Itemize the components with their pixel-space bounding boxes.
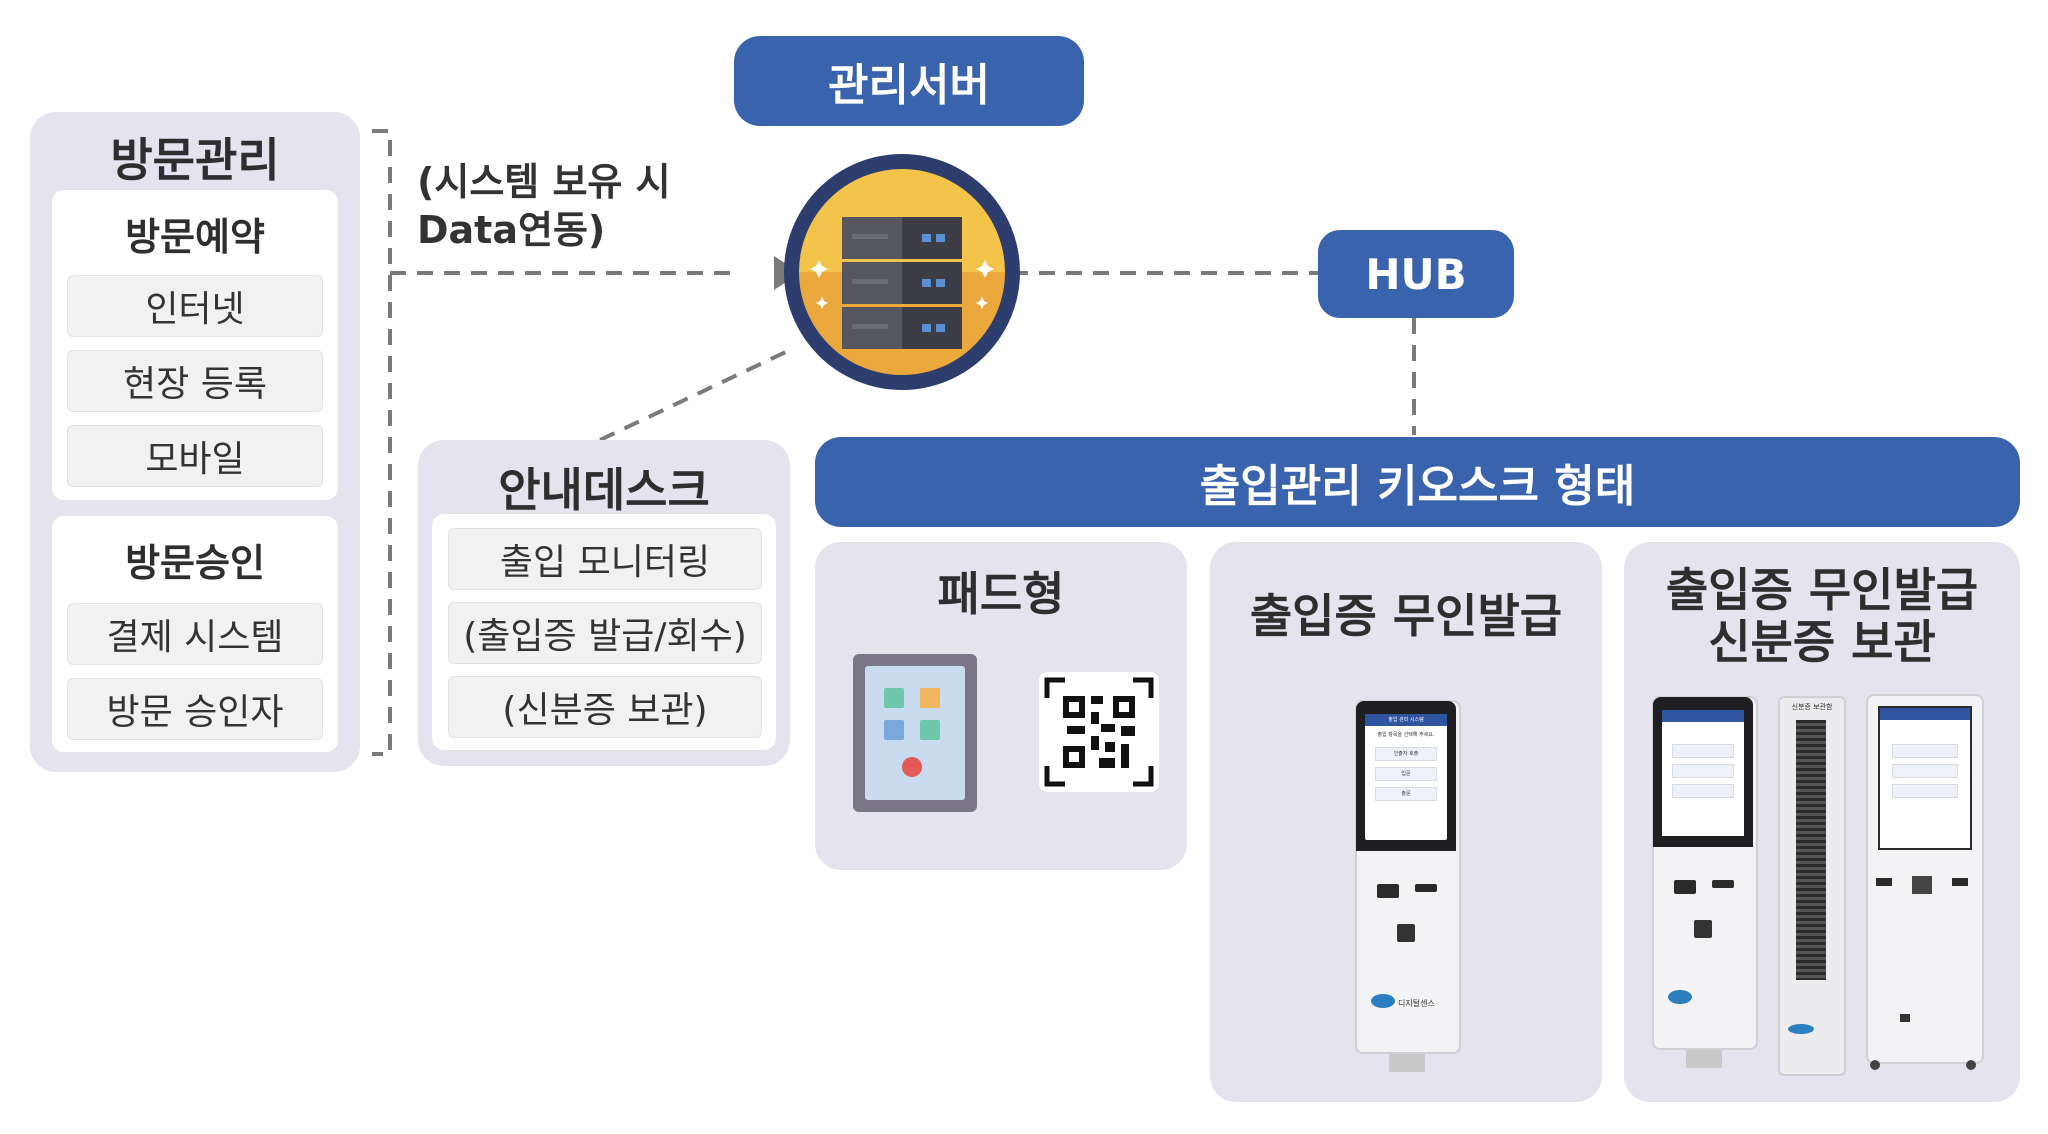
- id-storage-slots: [1796, 720, 1826, 980]
- id-storage-label: 신분증 보관함: [1791, 703, 1833, 711]
- info-desk-box: 출입 모니터링 (출입증 발급/회수) (신분증 보관): [432, 514, 776, 750]
- qr-code-icon: [1039, 672, 1159, 792]
- kiosk-screen-header: 출입 관리 시스템: [1365, 714, 1447, 726]
- visit-reservation-title: 방문예약: [125, 215, 265, 259]
- kiosk-unit-a: 출입 관리 시스템 출입 항목을 선택해 주세요. 인출자 호출 입문 출문 디…: [1353, 698, 1461, 1078]
- card-slot: [1415, 884, 1437, 892]
- id-storage-tower: 신분증 보관함: [1778, 696, 1846, 1076]
- reservation-mobile-item: 모바일: [67, 425, 323, 487]
- reservation-internet-item: 인터넷: [67, 275, 323, 337]
- reservation-onsite-item: 현장 등록: [67, 350, 323, 412]
- visit-management-panel: 방문관리 방문예약 인터넷 현장 등록 모바일 방문승인 결제 시스템 방문 승…: [30, 112, 360, 772]
- kiosk-screen-button: 인출자 호출: [1375, 747, 1437, 761]
- hub-box: HUB: [1318, 230, 1514, 318]
- kiosk-unit-c: [1866, 694, 1984, 1074]
- management-server-label: 관리서버: [734, 36, 1084, 126]
- kiosk-type-header: 출입관리 키오스크 형태: [815, 437, 2020, 527]
- badge-issue-keep-title-line2: 신분증 보관: [1708, 615, 1936, 669]
- desk-id-keep-item: (신분증 보관): [448, 676, 762, 738]
- brand-name: 디지털센스: [1398, 999, 1435, 1008]
- sync-note-line2: Data연동): [417, 208, 606, 252]
- pad-type-title: 패드형: [937, 567, 1065, 621]
- tablet-icon: [853, 654, 977, 812]
- badge-issue-keep-title-line1: 출입증 무인발급: [1665, 563, 1979, 617]
- badge-issue-kiosk-panel: 출입증 무인발급 출입 관리 시스템 출입 항목을 선택해 주세요. 인출자 호…: [1210, 542, 1602, 1102]
- desk-badge-issue-item: (출입증 발급/회수): [448, 602, 762, 664]
- kiosk-screen-greeting: 출입 항목을 선택해 주세요.: [1377, 732, 1435, 738]
- server-icon: [784, 154, 1020, 390]
- sync-note-line1: (시스템 보유 시: [417, 160, 671, 204]
- approval-payment-item: 결제 시스템: [67, 603, 323, 665]
- badge-issue-title: 출입증 무인발급: [1249, 589, 1563, 643]
- desk-monitoring-item: 출입 모니터링: [448, 528, 762, 590]
- info-desk-title: 안내데스크: [498, 463, 710, 517]
- kiosk-screen-button: 입문: [1375, 767, 1437, 781]
- kiosk-screen-button: 출문: [1375, 787, 1437, 801]
- sync-note: (시스템 보유 시 Data연동): [417, 158, 671, 254]
- visit-reservation-box: 방문예약 인터넷 현장 등록 모바일: [52, 190, 338, 500]
- info-desk-panel: 안내데스크 출입 모니터링 (출입증 발급/회수) (신분증 보관): [418, 440, 790, 766]
- pad-type-panel: 패드형: [815, 542, 1187, 870]
- badge-issue-id-keep-panel: 출입증 무인발급 신분증 보관 신분증 보관함: [1624, 542, 2020, 1102]
- scanner-slot: [1397, 924, 1415, 942]
- card-slot: [1377, 884, 1399, 898]
- brand-logo: [1371, 994, 1395, 1008]
- visit-approval-box: 방문승인 결제 시스템 방문 승인자: [52, 516, 338, 752]
- kiosk-unit-b: [1650, 694, 1758, 1074]
- approval-approver-item: 방문 승인자: [67, 678, 323, 740]
- visit-management-title: 방문관리: [110, 133, 280, 187]
- visit-approval-title: 방문승인: [125, 541, 265, 585]
